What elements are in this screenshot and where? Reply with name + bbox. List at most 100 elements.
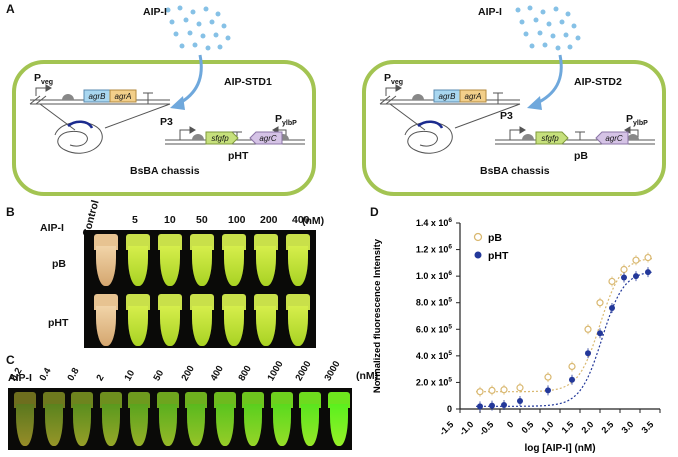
data-point-pHT bbox=[645, 269, 651, 276]
data-point-pB bbox=[476, 388, 484, 396]
y-tick-label: 0 bbox=[447, 404, 452, 414]
panel-c-col-label: 0.8 bbox=[65, 366, 82, 383]
right-promoter-ylbp: PylbP bbox=[626, 113, 648, 128]
data-point-pB bbox=[620, 265, 628, 274]
panel-c-col-label: 3000 bbox=[321, 359, 343, 383]
right-gene-agrC: agrC bbox=[605, 133, 623, 143]
data-point-pB bbox=[500, 386, 508, 394]
panel-b-tube bbox=[254, 294, 278, 346]
x-tick-label: -1.0 bbox=[457, 419, 475, 437]
panel-c-tube bbox=[185, 392, 207, 446]
panel-c-col-label: 400 bbox=[207, 363, 226, 383]
data-point-pHT bbox=[609, 305, 615, 312]
panel-b-tube bbox=[94, 234, 118, 286]
panel-b-tube bbox=[254, 234, 278, 286]
right-plasmid-line bbox=[495, 126, 655, 145]
x-axis-label: log [AIP-I] (nM) bbox=[524, 443, 595, 454]
data-point-pB bbox=[544, 373, 552, 381]
panel-c-tube bbox=[99, 392, 122, 446]
panel-b-tube bbox=[222, 294, 246, 346]
panel-b-tube bbox=[286, 234, 310, 286]
data-point-pHT bbox=[597, 330, 603, 337]
right-promoter-p3: P3 bbox=[500, 110, 513, 122]
y-tick-label: 8.0 x 105 bbox=[416, 297, 453, 308]
panel-b-tube bbox=[190, 234, 214, 286]
aip-droplets-left bbox=[165, 5, 231, 51]
panel-c-photo bbox=[8, 388, 352, 450]
right-strain-label: AIP-STD2 bbox=[574, 76, 622, 88]
data-point-pB bbox=[584, 325, 592, 333]
y-tick-label: 4.0 x 105 bbox=[416, 350, 453, 361]
data-point-pHT bbox=[585, 350, 591, 357]
x-tick-label: 1.5 bbox=[559, 419, 575, 435]
data-point-pHT bbox=[489, 402, 495, 409]
panel-b-col-label: 5 bbox=[132, 214, 138, 226]
panel-c-tube bbox=[213, 392, 236, 446]
data-point-pB bbox=[632, 256, 640, 264]
panel-letter-a: A bbox=[6, 2, 15, 16]
data-point-pB bbox=[568, 362, 576, 371]
panel-c-tube bbox=[299, 392, 321, 446]
panel-b-col-label: 100 bbox=[228, 214, 246, 226]
panel-b-col-label: 50 bbox=[196, 214, 208, 226]
panel-c-tube bbox=[270, 392, 293, 446]
panel-b-unit: (nM) bbox=[302, 215, 325, 227]
x-tick-label: -1.5 bbox=[437, 419, 455, 437]
left-inducer-label: AIP-I bbox=[143, 6, 167, 18]
right-gene-agrA: agrA bbox=[464, 91, 482, 101]
left-plasmid-label: pHT bbox=[228, 150, 249, 162]
x-tick-label: 2.0 bbox=[579, 419, 595, 435]
panel-b-tube bbox=[222, 234, 246, 286]
panel-b-tube bbox=[158, 234, 182, 286]
panel-c-tube bbox=[128, 392, 150, 446]
aip-droplets-right bbox=[515, 5, 581, 51]
panel-c-tube bbox=[71, 392, 93, 446]
right-gene-agrB: agrB bbox=[438, 91, 456, 101]
y-axis-label: Normalized fluorescence Intensity bbox=[372, 238, 383, 393]
x-tick-label: 2.5 bbox=[599, 419, 615, 435]
data-point-pHT bbox=[517, 398, 523, 405]
legend-marker bbox=[473, 232, 483, 242]
x-tick-label: 3.5 bbox=[639, 419, 655, 435]
fit-line-pHT bbox=[476, 271, 653, 407]
panel-letter-c: C bbox=[6, 353, 15, 367]
left-promoter-veg: Pveg bbox=[34, 72, 54, 87]
data-point-pHT bbox=[621, 274, 627, 281]
panel-c-tube bbox=[327, 392, 350, 446]
left-chromosome bbox=[29, 84, 171, 154]
right-plasmid-label: pB bbox=[574, 150, 588, 162]
legend-label: pHT bbox=[488, 250, 509, 262]
x-tick-label: 3.0 bbox=[619, 419, 635, 435]
right-inducer-label: AIP-I bbox=[478, 6, 502, 18]
data-point-pB bbox=[516, 384, 524, 392]
data-point-pHT bbox=[633, 273, 639, 280]
panel-letter-d: D bbox=[370, 205, 379, 219]
panel-c-col-label: 0.4 bbox=[36, 366, 54, 383]
left-gene-sfgfp: sfgfp bbox=[211, 133, 229, 143]
left-gene-agrB: agrB bbox=[88, 91, 106, 101]
data-point-pHT bbox=[477, 403, 483, 410]
data-point-pHT bbox=[545, 387, 551, 394]
panel-b-col-label: 200 bbox=[260, 214, 278, 226]
panel-c-col-label: 10 bbox=[122, 368, 138, 383]
y-tick-label: 1.4 x 106 bbox=[416, 217, 453, 228]
left-chassis-label: BsBA chassis bbox=[130, 165, 200, 177]
schematic-svg bbox=[12, 5, 666, 196]
panel-c-tube bbox=[156, 392, 179, 446]
y-tick-label: 1.0 x 106 bbox=[416, 270, 453, 281]
panel-b-tube bbox=[126, 294, 150, 346]
data-point-pB bbox=[488, 386, 496, 394]
right-promoter-veg: Pveg bbox=[384, 72, 404, 87]
panel-b-tube bbox=[286, 294, 310, 346]
panel-b-col-label: 400 bbox=[292, 214, 310, 226]
x-tick-label: 1.0 bbox=[539, 419, 555, 435]
panel-c-tube bbox=[242, 392, 264, 446]
right-chassis-label: BsBA chassis bbox=[480, 165, 550, 177]
y-tick-label: 6.0 x 105 bbox=[416, 323, 453, 334]
data-point-pHT bbox=[501, 402, 507, 409]
panel-b-tube bbox=[158, 294, 182, 346]
data-point-pB bbox=[644, 253, 652, 262]
data-point-pHT bbox=[569, 376, 575, 383]
panel-b-tube bbox=[190, 294, 214, 346]
x-tick-label: -0.5 bbox=[477, 419, 495, 437]
